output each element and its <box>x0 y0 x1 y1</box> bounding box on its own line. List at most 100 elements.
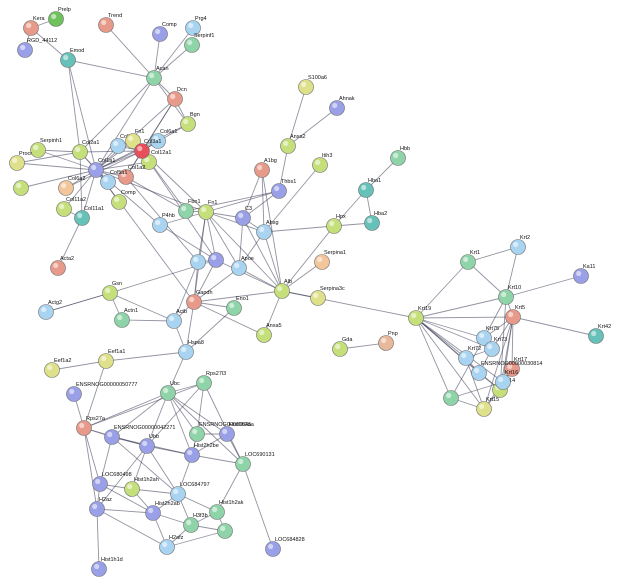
node-P4hb[interactable]: P4hb <box>152 213 175 233</box>
node-Rps27l[interactable]: Rps27l3 <box>196 371 227 391</box>
node-Dcn[interactable]: Dcn <box>167 87 187 107</box>
node-Krt42[interactable]: Krt42 <box>588 324 612 344</box>
node-S100a6[interactable]: S100a6 <box>298 75 327 95</box>
node-Kera[interactable]: Kera <box>23 16 46 36</box>
node-Rps27a[interactable]: Rps27a <box>76 416 106 436</box>
node-Actb[interactable]: Actb <box>166 309 188 329</box>
node-Col11a2[interactable]: Col11a2 <box>56 197 87 217</box>
node-Acan[interactable]: Acan <box>146 66 169 86</box>
node-Tpm[interactable] <box>190 254 206 270</box>
node-Col6a2[interactable]: Col6a2 <box>58 176 86 196</box>
node-Comp[interactable]: Comp <box>152 22 177 42</box>
node-Hbb[interactable]: Hbb <box>390 146 411 166</box>
node-Serpina1[interactable]: Serpina1 <box>314 250 347 270</box>
node-Ka11[interactable]: Ka11 <box>573 264 596 284</box>
node-Krt16[interactable]: Krt16 <box>495 370 519 390</box>
node-Hist1h1d[interactable]: Hist1h1d <box>91 557 123 577</box>
node-Hist2h2ab[interactable]: Hist2h2ab <box>145 501 180 521</box>
node-Procr[interactable]: Procr <box>9 151 33 171</box>
node-Gapdh[interactable]: Gapdh <box>186 290 213 310</box>
node-H2afz[interactable]: H2afz <box>159 535 184 555</box>
node-Fn1[interactable]: Fn1 <box>198 200 218 220</box>
node-Krt10[interactable]: Krt10 <box>498 285 522 305</box>
node-Serpinf1[interactable]: Serpinf1 <box>184 33 215 53</box>
node-Krt6[interactable] <box>443 390 459 406</box>
node-Krt17[interactable]: Krt17 <box>504 357 528 377</box>
edge-Col6a2-Col3a1 <box>65 150 143 189</box>
node-Itih3[interactable]: Itih3 <box>312 153 333 173</box>
node-Fbn1[interactable]: Fbn1 <box>178 199 201 219</box>
edge-Krt19-Krt6 <box>415 317 452 399</box>
node-Apoe[interactable]: Apoe <box>231 256 254 276</box>
node-Acta2[interactable]: Acta2 <box>50 256 75 276</box>
node-Hpx[interactable]: Hpx <box>326 214 347 234</box>
node-Krt72[interactable]: Krt72 <box>458 346 482 366</box>
node-Pnp[interactable]: Pnp <box>378 331 398 351</box>
node-Actn1[interactable]: Actn1 <box>114 308 139 328</box>
node-Anxa5[interactable]: Anxa5 <box>256 323 282 343</box>
node-Hist1h2aa[interactable]: Hist1h2aa <box>219 422 255 442</box>
node-circle <box>310 290 326 306</box>
node-LOC680498[interactable]: LOC680498 <box>92 472 132 492</box>
node-Col6a1[interactable]: Col6a1 <box>150 129 178 149</box>
node-ENSRNOG2271[interactable]: ENSRNOG00000042271 <box>104 425 176 445</box>
edge-Acta2-Col11a1 <box>57 217 83 269</box>
node-Emod[interactable]: Emod <box>60 48 85 68</box>
node-Col3a1[interactable]: Col3a1 <box>134 139 162 159</box>
node-Ahnak[interactable]: Ahnak <box>329 96 355 116</box>
node-Actg2[interactable]: Actg2 <box>38 300 63 320</box>
node-Gda[interactable]: Gda <box>332 337 354 357</box>
node-Vim[interactable] <box>208 252 224 268</box>
node-Col1a2[interactable]: Col1a2 <box>118 165 146 185</box>
node-Krt5[interactable]: Krt5 <box>505 305 526 325</box>
node-Hba1[interactable]: Hba1 <box>358 178 382 198</box>
node-Col1a1[interactable]: Col1a1 <box>88 158 116 178</box>
node-Alb[interactable]: Alb <box>274 279 292 299</box>
node-Prelp[interactable]: Prelp <box>48 7 71 27</box>
node-Krt75[interactable]: Krt75 <box>476 326 500 346</box>
node-RGD1[interactable]: RGD_44112 <box>17 38 58 58</box>
node-Eef1a2[interactable]: Eef1a2 <box>44 358 72 378</box>
node-ENSRNOG777[interactable]: ENSRNOG00000050777 <box>66 382 138 402</box>
node-Col12a1[interactable]: Col12a1 <box>141 150 172 170</box>
node-C3[interactable]: C3 <box>235 206 253 226</box>
node-Lum[interactable] <box>13 180 29 196</box>
node-Krt19[interactable]: Krt19 <box>408 306 432 326</box>
node-Hist2h2be[interactable]: Hist2h2be <box>184 443 219 463</box>
node-Comp2[interactable]: Comp <box>111 190 136 210</box>
node-Krt2[interactable]: Krt2 <box>510 235 531 255</box>
node-Hist1h2ak[interactable]: Hist1h2ak <box>209 500 244 520</box>
node-Ahsg[interactable]: Ahsg <box>256 220 279 240</box>
node-LOC684797[interactable]: LOC684797 <box>170 482 210 502</box>
node-A1bg[interactable]: A1bg <box>254 158 277 178</box>
node-ENSRNOG456[interactable]: ENSRNOG00000045 <box>189 422 252 442</box>
node-Eef1a1[interactable]: Eef1a1 <box>98 349 126 369</box>
node-Serpinh1[interactable]: Serpinh1 <box>30 138 63 158</box>
node-H3f3b[interactable]: H3f3b <box>183 513 208 533</box>
node-Serpina3c[interactable]: Serpina3c <box>310 286 346 306</box>
node-Trend[interactable]: Trend <box>98 13 123 33</box>
node-LOC684828[interactable]: LOC684828 <box>265 537 305 557</box>
node-Hba2[interactable]: Hba2 <box>364 211 388 231</box>
node-Bgn[interactable]: Bgn <box>180 112 200 132</box>
node-Krt73[interactable]: Krt73 <box>484 337 508 357</box>
node-Gsn[interactable]: Gsn <box>102 281 123 301</box>
node-Fn1b[interactable]: Fn1 <box>125 129 145 149</box>
node-Ubb[interactable]: Ubb <box>139 434 160 454</box>
node-Col11a1[interactable]: Col11a1 <box>74 206 105 226</box>
node-Anxa2[interactable]: Anxa2 <box>280 134 306 154</box>
node-Col5a1[interactable]: Col5a1 <box>100 170 128 190</box>
node-Krt15[interactable]: Krt15 <box>476 397 500 417</box>
node-Hist1h2ah[interactable]: Hist1h2ah <box>124 477 159 497</box>
node-Krt1[interactable]: Krt1 <box>460 250 481 270</box>
node-Col2a1[interactable]: Col2a1 <box>72 140 100 160</box>
node-Ubc[interactable]: Ubc <box>160 381 181 401</box>
node-Prg4[interactable]: Prg4 <box>185 16 207 36</box>
node-Thbs1[interactable]: Thbs1 <box>271 179 297 199</box>
node-Hspa8[interactable]: Hspa8 <box>178 340 204 360</box>
node-H2az[interactable]: H2az <box>89 497 113 517</box>
node-H2afx[interactable] <box>217 523 233 539</box>
node-ENSRNOG814[interactable]: ENSRNOG00000030814 <box>471 361 543 381</box>
node-Eno1[interactable]: Eno1 <box>226 296 249 316</box>
node-LOC690131[interactable]: LOC690131 <box>235 452 275 472</box>
